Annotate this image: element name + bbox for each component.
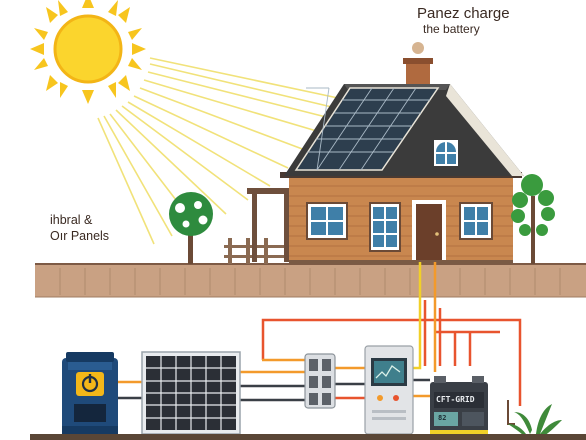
tree-left <box>169 192 213 264</box>
house-window-right <box>459 202 493 240</box>
inverter-unit <box>62 352 118 434</box>
side-label-line-2: Oır Panels <box>50 229 110 243</box>
wiring <box>117 262 522 425</box>
ground <box>35 263 586 298</box>
porch <box>247 188 293 262</box>
battery <box>430 376 488 436</box>
house-window-mid <box>369 202 401 252</box>
battery-code: 82 <box>438 414 447 422</box>
power-icon <box>76 372 104 396</box>
house-door <box>412 200 446 262</box>
title-line-2: the battery <box>423 22 480 36</box>
charge-controller <box>364 345 414 435</box>
house-window-left <box>306 202 348 240</box>
title-line-1: Panez charge <box>417 5 510 22</box>
side-label-line-1: ihbral & <box>50 213 93 227</box>
battery-tag: CFT-GRID <box>436 395 475 404</box>
sun-icon <box>30 0 146 104</box>
solar-panel-array <box>141 351 241 435</box>
fence <box>224 238 294 264</box>
roof-solar-panels <box>294 87 440 171</box>
breaker-box <box>304 353 336 409</box>
tree-right <box>511 174 555 264</box>
